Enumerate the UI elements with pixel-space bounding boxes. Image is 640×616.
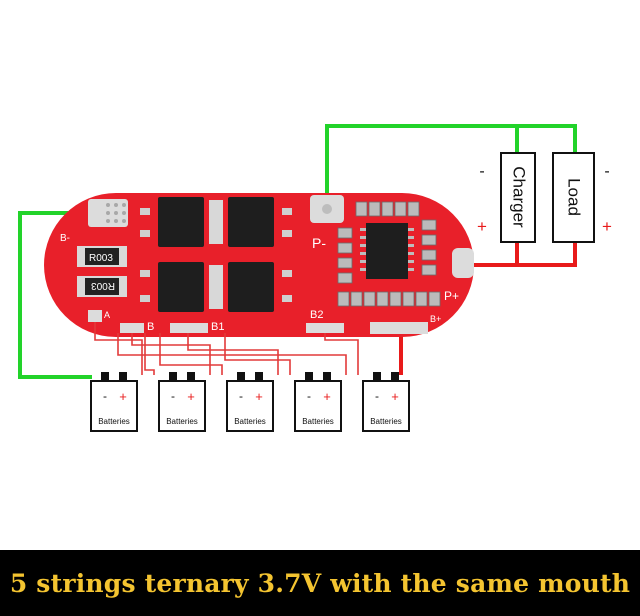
label-pplus: P+	[444, 289, 459, 303]
label-b1: B1	[211, 321, 224, 333]
battery-4: - + Batteries	[294, 372, 342, 432]
load-box: Load - +	[552, 152, 612, 243]
battery-1: - + Batteries	[90, 372, 138, 432]
wiring-diagram: B- P- P+ B+ B B1 B2 A R003 R003 Charger …	[0, 0, 640, 550]
mosfets	[158, 197, 274, 312]
load-plus: +	[602, 217, 612, 236]
resistor-array-left	[337, 227, 353, 284]
resistor-array-right	[421, 219, 437, 276]
label-resistor-bottom: R003	[91, 280, 115, 291]
caption-text: 5 strings ternary 3.7V with the same mou…	[9, 568, 631, 598]
label-a: A	[104, 310, 110, 320]
pplus-pad	[452, 248, 474, 278]
battery-5: - + Batteries	[362, 372, 410, 432]
battery-2: - + Batteries	[158, 372, 206, 432]
resistor-bottom	[77, 276, 127, 297]
control-ic	[366, 223, 408, 279]
label-pminus: P-	[312, 235, 326, 251]
battery-label: Batteries	[370, 417, 402, 426]
label-b: B	[147, 321, 154, 333]
diagram-svg: B- P- P+ B+ B B1 B2 A R003 R003 Charger …	[18, 124, 612, 432]
resistor-array-top	[355, 201, 420, 217]
label-bplus: B+	[430, 314, 441, 324]
label-resistor-top: R003	[89, 253, 113, 264]
charger-label: Charger	[510, 166, 529, 228]
charger-plus: +	[477, 217, 487, 236]
charger-box: Charger - +	[477, 152, 536, 243]
load-label: Load	[565, 178, 584, 216]
battery-minus: -	[307, 389, 311, 403]
ic-pins	[360, 228, 414, 271]
load-minus: -	[604, 163, 609, 180]
battery-minus: -	[171, 389, 175, 403]
battery-plus: +	[391, 389, 399, 404]
battery-plus: +	[323, 389, 331, 404]
balance-pads	[88, 310, 428, 334]
battery-minus: -	[239, 389, 243, 403]
battery-plus: +	[187, 389, 195, 404]
protection-board: B- P- P+ B+ B B1 B2 A R003 R003	[44, 193, 474, 337]
green-wire-bminus	[18, 211, 97, 379]
green-wires	[18, 124, 577, 379]
battery-plus: +	[255, 389, 263, 404]
smd-pads	[140, 208, 292, 302]
charger-minus: -	[479, 163, 484, 180]
red-wire-pplus	[466, 242, 577, 267]
balance-wires	[94, 322, 359, 375]
battery-3: - + Batteries	[226, 372, 274, 432]
battery-label: Batteries	[234, 417, 266, 426]
battery-minus: -	[375, 389, 379, 403]
label-b2: B2	[310, 309, 323, 321]
resistor-top	[77, 246, 127, 267]
bminus-pad-holes	[106, 203, 126, 223]
caption-bar: 5 strings ternary 3.7V with the same mou…	[0, 550, 640, 616]
battery-plus: +	[119, 389, 127, 404]
battery-minus: -	[103, 389, 107, 403]
resistor-array-bottom	[337, 291, 441, 307]
battery-label: Batteries	[166, 417, 198, 426]
label-bminus: B-	[60, 233, 70, 244]
green-wire-pminus	[325, 124, 577, 196]
battery-label: Batteries	[302, 417, 334, 426]
battery-row: - + Batteries - + Batteries - + Batterie…	[90, 372, 410, 432]
battery-label: Batteries	[98, 417, 130, 426]
